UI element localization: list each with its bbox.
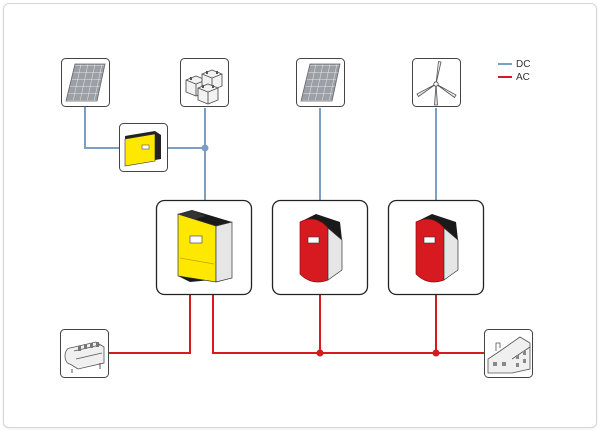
ac-line-bus	[212, 294, 484, 354]
generator-icon	[60, 329, 109, 378]
dc-wiring	[84, 106, 437, 200]
legend-ac-label: AC	[516, 72, 530, 83]
legend-dc-label: DC	[516, 59, 530, 70]
ac-line-generator	[108, 294, 191, 354]
ac-junction-1	[316, 349, 324, 357]
inverter-1-box	[155, 199, 253, 296]
solar-panel-icon	[296, 58, 345, 107]
ac-wiring	[108, 294, 484, 354]
legend: DC AC	[498, 59, 530, 83]
inverter-3-box	[387, 199, 485, 296]
ac-junction-2	[432, 349, 440, 357]
dc-junction	[201, 144, 209, 152]
building-load-icon	[484, 329, 533, 378]
wind-turbine-icon	[412, 58, 461, 107]
charge-controller-icon	[119, 123, 168, 172]
battery-bank-icon	[180, 58, 229, 107]
inverter-2-box	[271, 199, 369, 296]
dc-line-pv1-to-controller	[84, 106, 120, 149]
solar-panel-icon	[61, 58, 110, 107]
